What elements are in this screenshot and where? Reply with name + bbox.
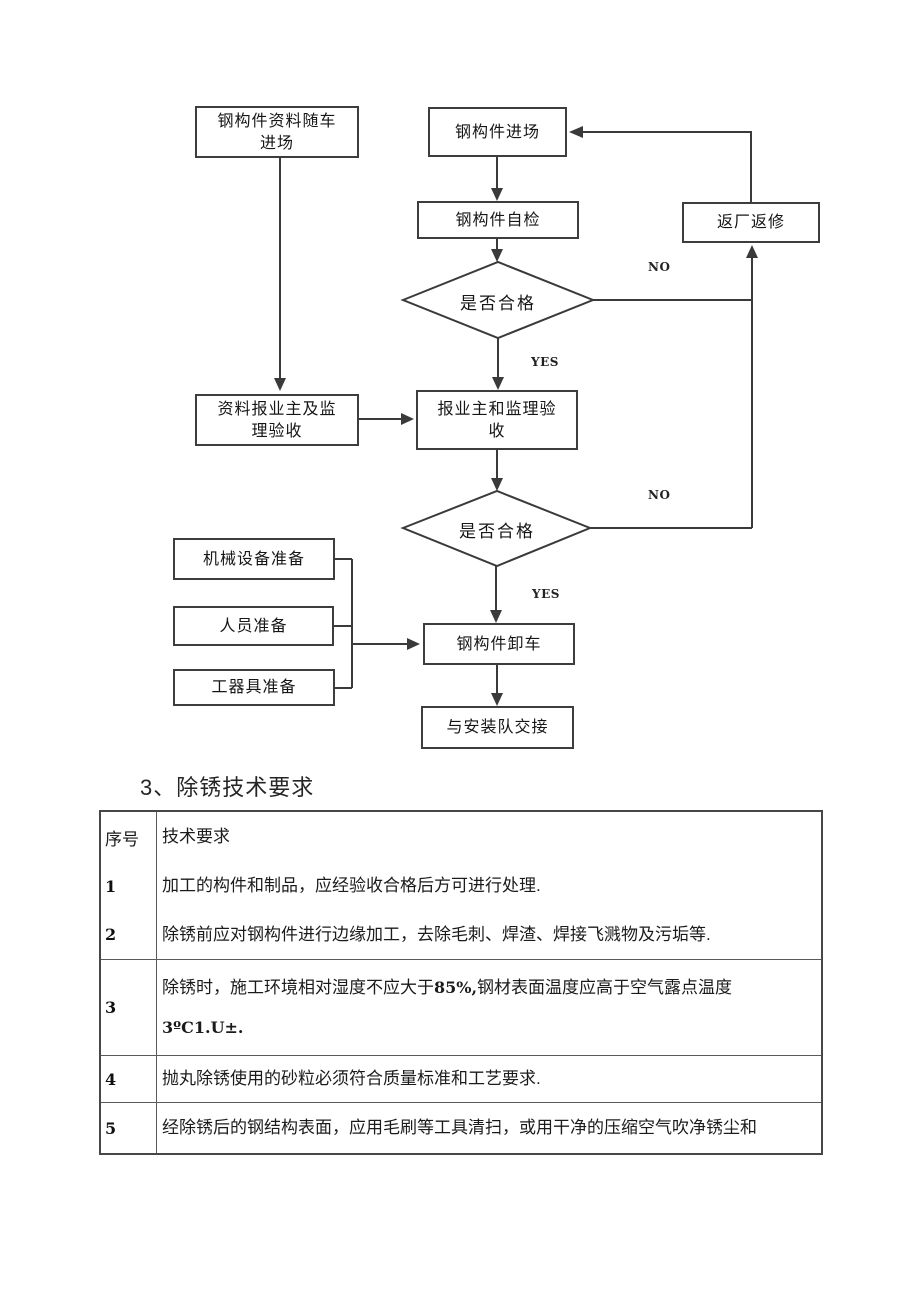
row3-line1-bold: 85%, [434,977,478,997]
flow-box-entry: 钢构件进场 [428,107,567,157]
header-cell-requirement: 技术要求 [157,812,821,862]
flow-box-unload: 钢构件卸车 [423,623,575,665]
flow-box-report-acceptance: 报业主和监理验 收 [416,390,578,450]
row3-number: 3 [105,998,117,1017]
header-requirement-label: 技术要求 [162,827,230,846]
row1-no: 1 [101,862,157,910]
table-row: 5 经除锈后的钢结构表面，应用毛刷等工具清扫，或用干净的压缩空气吹净锈尘和 [101,1103,821,1153]
row3-no: 3 [101,960,157,1055]
flow-box-material-data: 钢构件资料随车 进场 [195,106,359,158]
flow-box-self-check: 钢构件自检 [417,201,579,239]
row4-number: 4 [105,1069,117,1089]
table-row: 1 加工的构件和制品，应经验收合格后方可进行处理. [101,862,821,910]
no-label-2: NO [648,488,671,502]
header-no-label: 序号 [105,829,139,849]
row1-number: 1 [105,876,117,896]
row3-line1-pre: 除锈时，施工环境相对湿度不应大于 [162,977,434,997]
row3-line1: 除锈时，施工环境相对湿度不应大于85%,钢材表面温度应高于空气露点温度 [162,977,732,999]
section-heading: 3、除锈技术要求 [140,775,315,800]
decision1-label: 是否合格 [460,294,536,314]
row4-no: 4 [101,1056,157,1102]
flow-box-tools-prep: 工器具准备 [173,669,335,706]
row1-text: 加工的构件和制品，应经验收合格后方可进行处理. [162,876,541,895]
row3-line1-post: 钢材表面温度应高于空气露点温度 [477,977,733,997]
row5-number: 5 [105,1118,117,1138]
no-label-1: NO [648,260,671,274]
table-row: 3 除锈时，施工环境相对湿度不应大于85%,钢材表面温度应高于空气露点温度 3º… [101,960,821,1056]
table-row: 2 除锈前应对钢构件进行边缘加工，去除毛刺、焊渣、焊接飞溅物及污垢等. [101,910,821,960]
flow-box-personnel-prep: 人员准备 [173,606,334,646]
flow-box-data-report: 资料报业主及监 理验收 [195,394,359,446]
requirements-table: 序号 技术要求 1 加工的构件和制品，应经验收合格后方可进行处理. 2 除锈前应… [99,810,823,1155]
yes-label-2: YES [532,587,560,601]
flow-box-repair: 返厂返修 [682,202,820,243]
flow-box-handover: 与安装队交接 [421,706,574,749]
row3-line2: 3ºC1.U±. [162,1017,244,1037]
table-header-row: 序号 技术要求 [101,812,821,862]
table-row: 4 抛丸除锈使用的砂粒必须符合质量标准和工艺要求. [101,1056,821,1103]
row5-no: 5 [101,1103,157,1153]
decision2-label: 是否合格 [459,522,535,542]
yes-label-1: YES [531,355,559,369]
header-cell-no: 序号 [101,812,157,862]
row2-text: 除锈前应对钢构件进行边缘加工，去除毛刺、焊渣、焊接飞溅物及污垢等. [162,924,711,944]
row4-text: 抛丸除锈使用的砂粒必须符合质量标准和工艺要求. [162,1069,541,1088]
row2-no: 2 [101,910,157,959]
row5-text: 经除锈后的钢结构表面，应用毛刷等工具清扫，或用干净的压缩空气吹净锈尘和 [162,1118,757,1137]
row2-number: 2 [105,925,117,944]
flow-box-machine-prep: 机械设备准备 [173,538,335,580]
row3-text: 除锈时，施工环境相对湿度不应大于85%,钢材表面温度应高于空气露点温度 3ºC1… [157,960,821,1055]
